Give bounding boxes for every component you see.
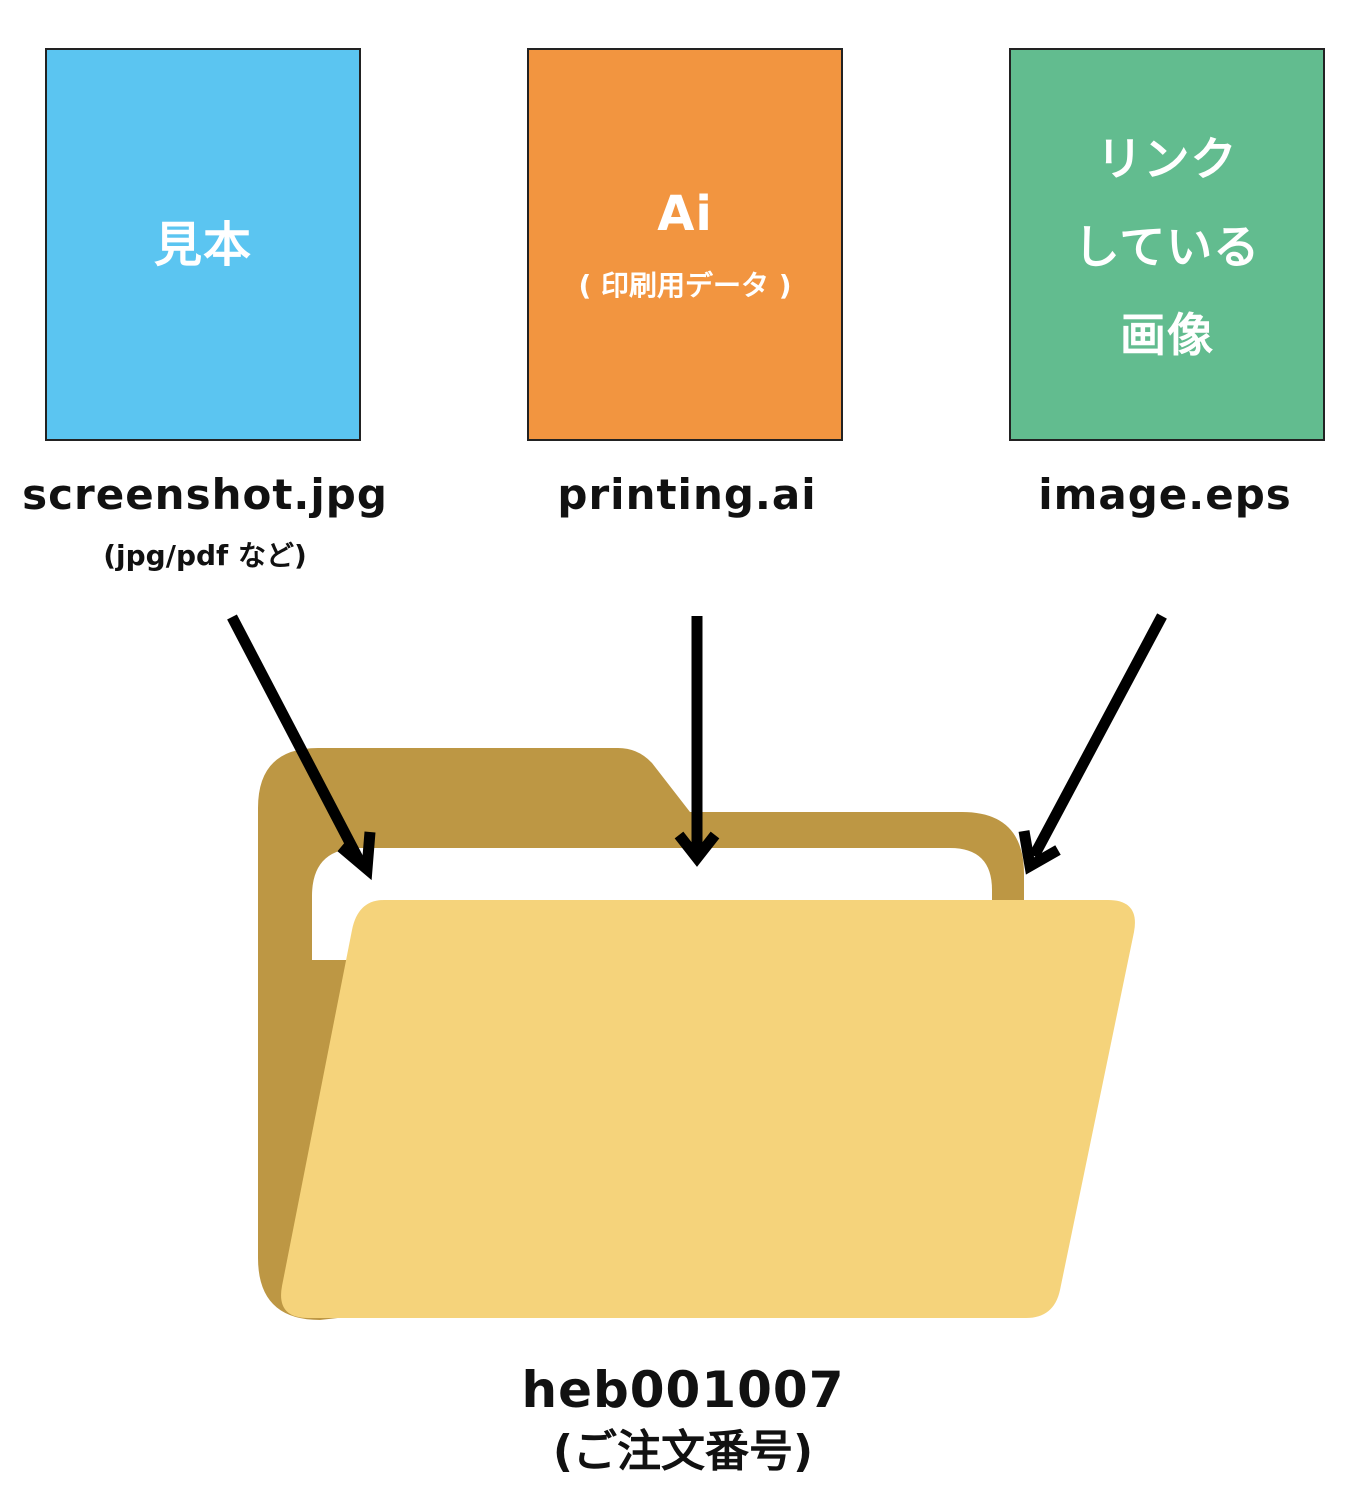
linked-images-line-3: 画像 [1120, 307, 1214, 362]
linked-images-card-text: リンク している 画像 [1074, 115, 1261, 379]
screenshot-filename: screenshot.jpg [22, 470, 388, 519]
printing-data-card: Ai ( 印刷用データ ) [527, 48, 843, 441]
ai-card-title: Ai [657, 185, 713, 242]
linked-images-card: リンク している 画像 [1009, 48, 1325, 441]
arrow-screenshot-to-folder [227, 614, 376, 881]
arrow-image-to-folder [1018, 613, 1167, 875]
printing-filename: printing.ai [557, 470, 817, 519]
image-filename: image.eps [1038, 470, 1292, 519]
sample-card-title: 見本 [153, 216, 252, 273]
folder-note: (ご注文番号) [552, 1426, 814, 1477]
arrow-printing-to-folder [674, 616, 720, 867]
linked-images-line-2: している [1073, 219, 1261, 274]
ai-card-subtitle: ( 印刷用データ ) [578, 268, 792, 302]
sample-file-card: 見本 [45, 48, 361, 441]
linked-images-line-1: リンク [1096, 131, 1238, 186]
folder-front [281, 900, 1135, 1318]
folder-name: heb001007 [521, 1361, 845, 1419]
screenshot-file-note: (jpg/pdf など) [103, 539, 307, 572]
